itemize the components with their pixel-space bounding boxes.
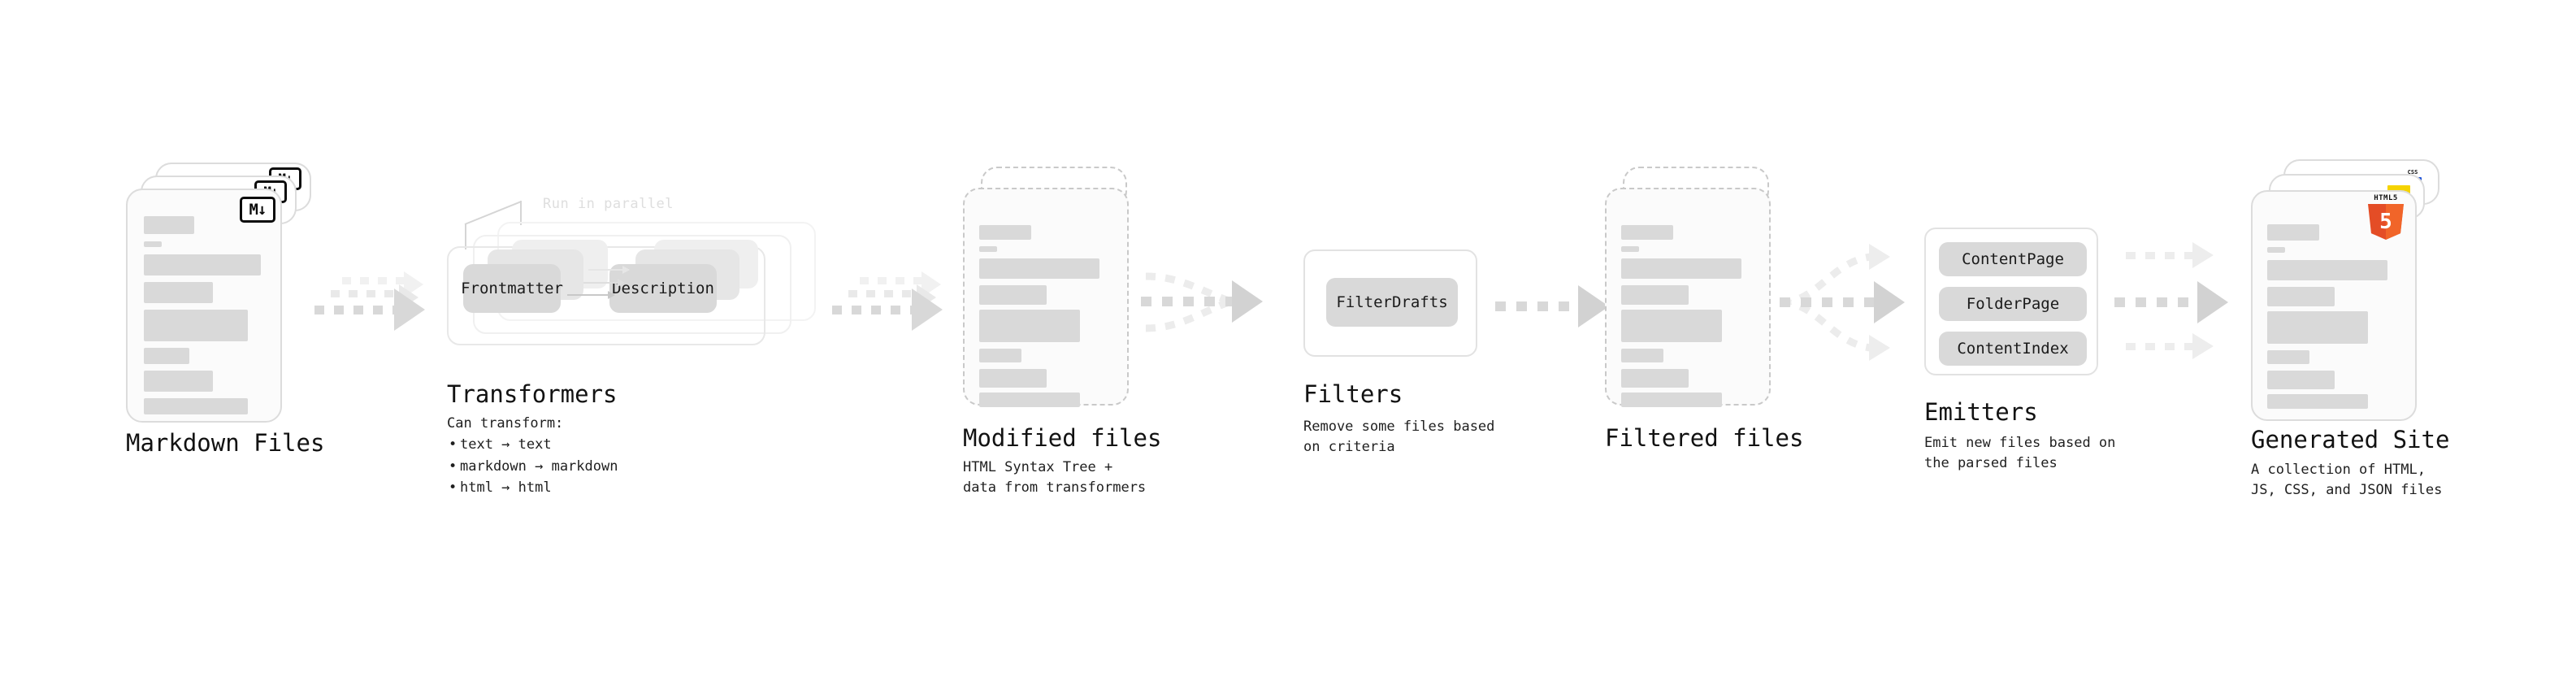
arrow-branch-top <box>1780 253 1871 306</box>
modified-doc-front <box>963 188 1129 407</box>
run-in-parallel-label: Run in parallel <box>543 196 674 212</box>
generated-site-title: Generated Site <box>2251 426 2450 453</box>
filters-caption-line-0: Remove some files based <box>1303 419 1495 435</box>
arrow-markdown-to-transformers <box>313 271 443 345</box>
emitters-caption: Emit new files based on the parsed files <box>1924 433 2115 473</box>
filters-box: FilterDrafts <box>1303 249 1477 357</box>
arrow-branch-bottom <box>1780 298 1871 352</box>
transformers-caption: Can transform: text → text markdown → ma… <box>447 413 618 499</box>
markdown-doc-front <box>126 189 282 423</box>
generated-site-caption: A collection of HTML, JS, CSS, and JSON … <box>2251 460 2442 500</box>
transformers-bullet-2: html → html <box>447 477 618 499</box>
html5-icon-shield <box>2368 204 2404 240</box>
emitters-caption-line-0: Emit new files based on <box>1924 435 2116 451</box>
html5-icon-five: 5 <box>2379 210 2392 234</box>
filtered-doc-front <box>1605 188 1771 407</box>
run-in-parallel-bracket <box>464 199 538 249</box>
filters-caption-line-1: on criteria <box>1303 438 1395 455</box>
transformer-inner-arrow-mid <box>583 279 625 287</box>
arrow-transformers-to-modified <box>830 271 961 345</box>
transformers-caption-lead: Can transform: <box>447 415 564 432</box>
emitter-chip-contentindex[interactable]: ContentIndex <box>1939 332 2087 366</box>
emitter-chip-contentpage[interactable]: ContentPage <box>1939 242 2087 276</box>
html5-icon: HTML5 5 <box>2368 195 2404 241</box>
filtered-files-stack <box>1605 167 1792 427</box>
generated-site-caption-line-1: JS, CSS, and JSON files <box>2251 481 2443 498</box>
markdown-icon: M↓ <box>240 197 275 223</box>
transformer-chip-frontmatter[interactable]: Frontmatter <box>461 264 563 313</box>
emitters-title: Emitters <box>1924 398 2038 426</box>
generated-site-caption-line-0: A collection of HTML, <box>2251 462 2426 478</box>
transformers-bullet-0: text → text <box>447 434 618 456</box>
arrow-curve-bottom <box>1145 298 1230 332</box>
transformers-title: Transformers <box>447 380 618 408</box>
generated-doc-content <box>2253 192 2415 419</box>
modified-files-stack <box>963 167 1150 427</box>
modified-files-caption-line-0: HTML Syntax Tree + <box>963 459 1113 475</box>
emitter-chip-folderpage[interactable]: FolderPage <box>1939 287 2087 321</box>
markdown-files-title: Markdown Files <box>126 429 325 457</box>
modified-files-title: Modified files <box>963 424 1162 452</box>
transformers-bullet-1: markdown → markdown <box>447 456 618 478</box>
modified-doc-content <box>965 189 1127 407</box>
filtered-doc-content <box>1607 189 1769 407</box>
arrow-head-bottom <box>1869 335 1890 361</box>
arrow-head-middle <box>1874 281 1905 323</box>
modified-files-caption: HTML Syntax Tree + data from transformer… <box>963 458 1146 497</box>
generated-site-stack: CSS HTML5 5 <box>2251 159 2462 427</box>
emitters-caption-line-1: the parsed files <box>1924 454 2058 471</box>
arrow-filters-to-filtered <box>1495 280 1625 329</box>
transformers-group: Run in parallel Frontmatter Description … <box>447 196 821 362</box>
markdown-doc-content <box>128 190 280 421</box>
filter-chip-filterdrafts[interactable]: FilterDrafts <box>1326 278 1458 327</box>
arrow-head-top <box>1869 244 1890 270</box>
arrow-modified-to-filters <box>1138 258 1284 340</box>
markdown-files-stack: M↓ M↓ M↓ <box>126 163 313 423</box>
filters-caption: Remove some files based on criteria <box>1303 417 1494 457</box>
transformer-inner-arrow-front <box>567 291 615 299</box>
filters-title: Filters <box>1303 380 1403 408</box>
html5-icon-wordmark: HTML5 <box>2374 194 2398 202</box>
filtered-files-title: Filtered files <box>1605 424 1804 452</box>
transformer-inner-arrow-back <box>588 266 630 274</box>
arrow-filtered-to-emitters <box>1780 234 1934 364</box>
arrow-head-main <box>1232 280 1263 323</box>
emitters-box: ContentPage FolderPage ContentIndex <box>1924 228 2098 375</box>
arrow-emitters-to-site <box>2114 236 2261 366</box>
arrow-curve-top <box>1145 272 1230 305</box>
modified-files-caption-line-1: data from transformers <box>963 479 1147 496</box>
css-icon-label: CSS <box>2407 169 2418 176</box>
